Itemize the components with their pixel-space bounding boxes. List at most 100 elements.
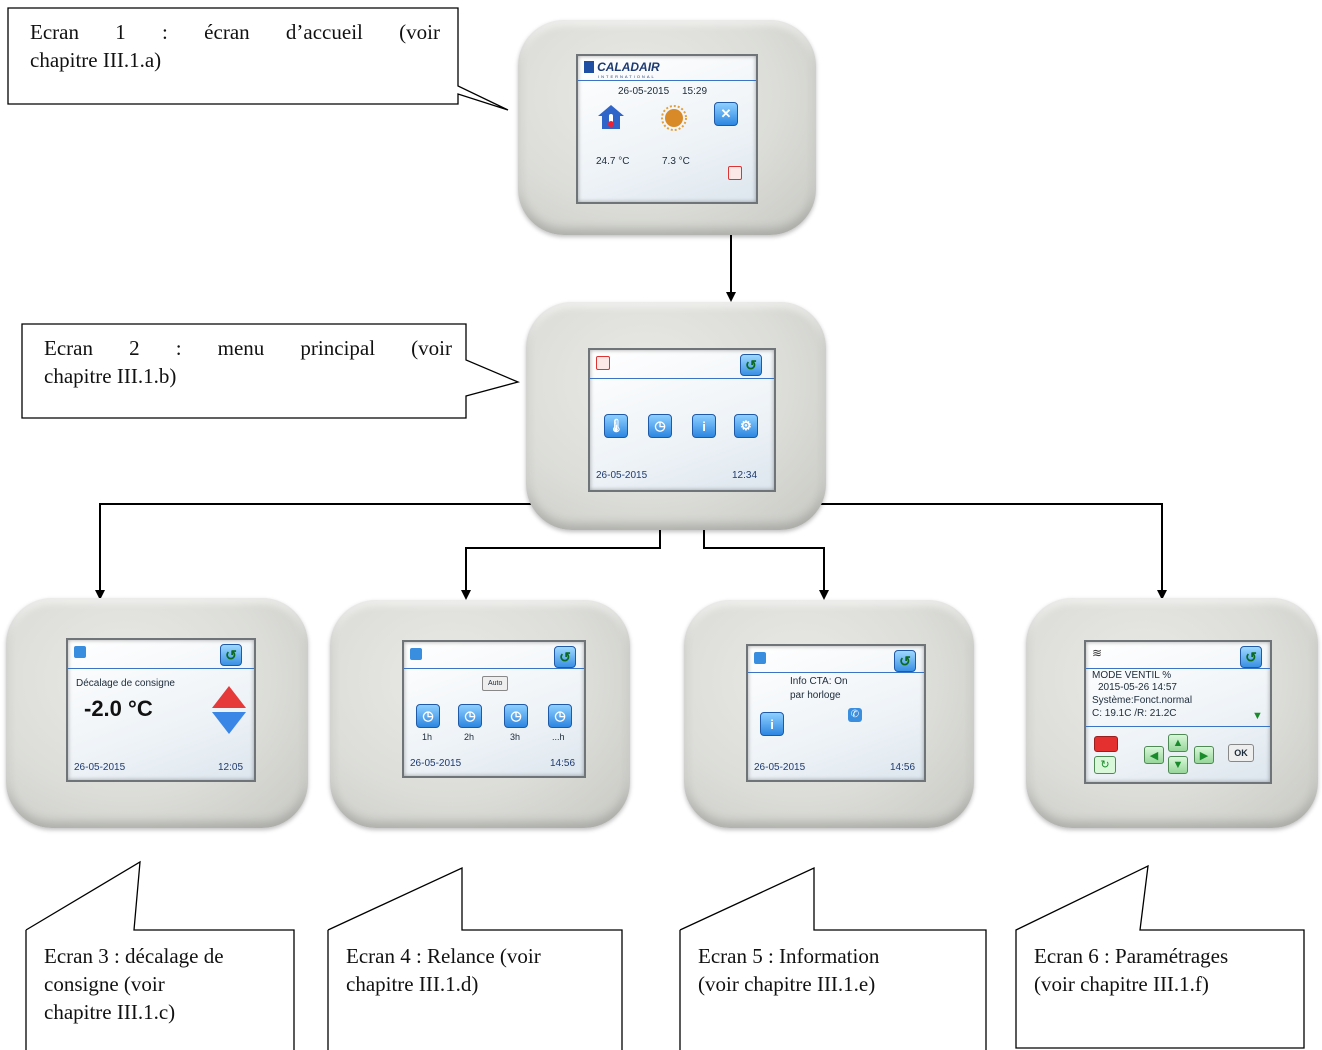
header-divider [748,672,924,673]
param-line-4: C: 19.1C /R: 21.2C [1092,708,1177,719]
callout-4-line1: Ecran 4 : Relance (voir [346,944,541,968]
return-button[interactable]: ↺ [554,646,576,668]
return-button[interactable]: ↺ [220,644,242,666]
timer-2h-label: 2h [464,732,475,742]
home-icon[interactable] [74,646,86,658]
info-small-icon [754,652,766,664]
offset-value: -2.0 °C [84,696,153,721]
down-arrow-button[interactable]: ▼ [1168,756,1188,774]
offset-time: 12:05 [218,762,244,773]
timer-custom-label: ...h [552,732,565,742]
timer-1h-icon[interactable]: ◷ [416,704,440,728]
header-divider [578,80,756,81]
callout-2-line1: Ecran 2 : menu principal (voir [44,336,452,360]
menu-date: 26-05-2015 [596,470,648,481]
device-screen-5: ↺ Info CTA: On par horloge i ✆ 26-05-201… [684,600,974,828]
stop-button[interactable] [1094,736,1118,752]
screen-6-display[interactable]: ≋ ↺ MODE VENTIL % 2015-05-26 14:57 Systè… [1084,640,1272,784]
timer-3h-icon[interactable]: ◷ [504,704,528,728]
callout-3: Ecran 3 : décalage de consigne (voir cha… [44,942,284,1026]
screen-1-display[interactable]: CALADAIR INTERNATIONAL 26-05-2015 15:29 … [576,54,758,204]
fan-icon: ≋ [1092,646,1103,660]
callout-5-line2: (voir chapitre III.1.e) [698,972,876,996]
device-screen-2: ↺ 🌡 ◷ i ⚙ 26-05-2015 12:34 [526,302,826,530]
callout-4: Ecran 4 : Relance (voir chapitre III.1.d… [346,942,616,998]
up-down-arrow-icon[interactable] [212,686,246,734]
offset-title: Décalage de consigne [76,678,175,689]
tools-icon[interactable]: ✕ [714,102,738,126]
info-line-2: par horloge [790,690,841,701]
brand-name: CALADAIR [597,60,660,74]
return-button[interactable]: ↺ [894,650,916,672]
home-time: 15:29 [682,86,708,97]
left-arrow-button[interactable]: ◀ [1144,746,1164,764]
callout-1-line1: Ecran 1 : écran d’accueil (voir [30,20,440,44]
return-button[interactable]: ↺ [740,354,762,376]
home-icon[interactable] [596,356,610,370]
callout-2: Ecran 2 : menu principal (voir chapitre … [44,334,452,390]
timer-3h-label: 3h [510,732,521,742]
callout-1: Ecran 1 : écran d’accueil (voir chapitre… [30,18,440,74]
callout-1-line2: chapitre III.1.a) [30,48,162,72]
screen-4-display[interactable]: ↺ Auto ◷ ◷ ◷ ◷ 1h 2h 3h ...h 26-05-2015 … [402,640,586,778]
param-line-3: Système:Fonct.normal [1092,695,1193,706]
callout-6: Ecran 6 : Paramétrages (voir chapitre II… [1034,942,1302,998]
callout-2-line2: chapitre III.1.b) [44,364,177,388]
relance-time: 14:56 [550,758,576,769]
screen-3-display[interactable]: ↺ Décalage de consigne -2.0 °C 26-05-201… [66,638,256,782]
up-arrow-button[interactable]: ▲ [1168,734,1188,752]
brand-subtitle: INTERNATIONAL [598,74,656,79]
info-date: 26-05-2015 [754,762,806,773]
keypad-divider [1086,726,1270,727]
callout-3-line3: chapitre III.1.c) [44,1000,176,1024]
info-icon[interactable]: i [760,712,784,736]
sun-icon[interactable] [660,104,688,132]
callout-4-line2: chapitre III.1.d) [346,972,479,996]
info-icon[interactable]: i [692,414,716,438]
info-time: 14:56 [890,762,916,773]
refresh-button[interactable]: ↻ [1094,756,1116,774]
thermometer-icon[interactable]: 🌡 [604,414,628,438]
brand-logo: CALADAIR [584,60,660,74]
ok-button[interactable]: OK [1228,744,1254,762]
device-screen-6: ≋ ↺ MODE VENTIL % 2015-05-26 14:57 Systè… [1026,598,1318,828]
callout-6-line1: Ecran 6 : Paramétrages [1034,944,1229,968]
header-divider [68,668,254,669]
callout-3-line2: consigne (voir [44,972,165,996]
return-button[interactable]: ↺ [1240,646,1262,668]
temp-inside: 24.7 °C [596,156,630,167]
temp-outside: 7.3 °C [662,156,690,167]
callout-5-line1: Ecran 5 : Information [698,944,880,968]
callout-5: Ecran 5 : Information (voir chapitre III… [698,942,983,998]
home-date: 26-05-2015 [618,86,670,97]
auto-button[interactable]: Auto [482,676,509,691]
timer-1h-label: 1h [422,732,433,742]
param-line-2: 2015-05-26 14:57 [1098,682,1177,693]
device-screen-4: ↺ Auto ◷ ◷ ◷ ◷ 1h 2h 3h ...h 26-05-2015 … [330,600,630,828]
info-line-1: Info CTA: On [790,676,848,687]
callout-3-line1: Ecran 3 : décalage de [44,944,224,968]
right-arrow-button[interactable]: ▶ [1194,746,1214,764]
device-screen-1: CALADAIR INTERNATIONAL 26-05-2015 15:29 … [518,20,816,235]
menu-time: 12:34 [732,470,758,481]
screen-2-display[interactable]: ↺ 🌡 ◷ i ⚙ 26-05-2015 12:34 [588,348,776,492]
clock-small-icon [410,648,422,660]
menu-icon[interactable] [728,166,742,180]
brand-mark-icon [584,61,594,73]
header-divider [404,668,584,669]
header-divider [590,378,774,379]
callout-6-line2: (voir chapitre III.1.f) [1034,972,1209,996]
screen-5-display[interactable]: ↺ Info CTA: On par horloge i ✆ 26-05-201… [746,644,926,782]
relance-date: 26-05-2015 [410,758,462,769]
device-screen-3: ↺ Décalage de consigne -2.0 °C 26-05-201… [6,598,308,828]
home-thermometer-icon[interactable] [596,104,626,130]
header-divider [1086,668,1270,669]
phone-icon[interactable]: ✆ [848,708,862,722]
timer-2h-icon[interactable]: ◷ [458,704,482,728]
clock-icon[interactable]: ◷ [648,414,672,438]
offset-date: 26-05-2015 [74,762,126,773]
timer-custom-icon[interactable]: ◷ [548,704,572,728]
settings-icon[interactable]: ⚙ [734,414,758,438]
scroll-down-icon[interactable]: ▼ [1252,710,1263,722]
param-line-1: MODE VENTIL % [1092,670,1172,681]
